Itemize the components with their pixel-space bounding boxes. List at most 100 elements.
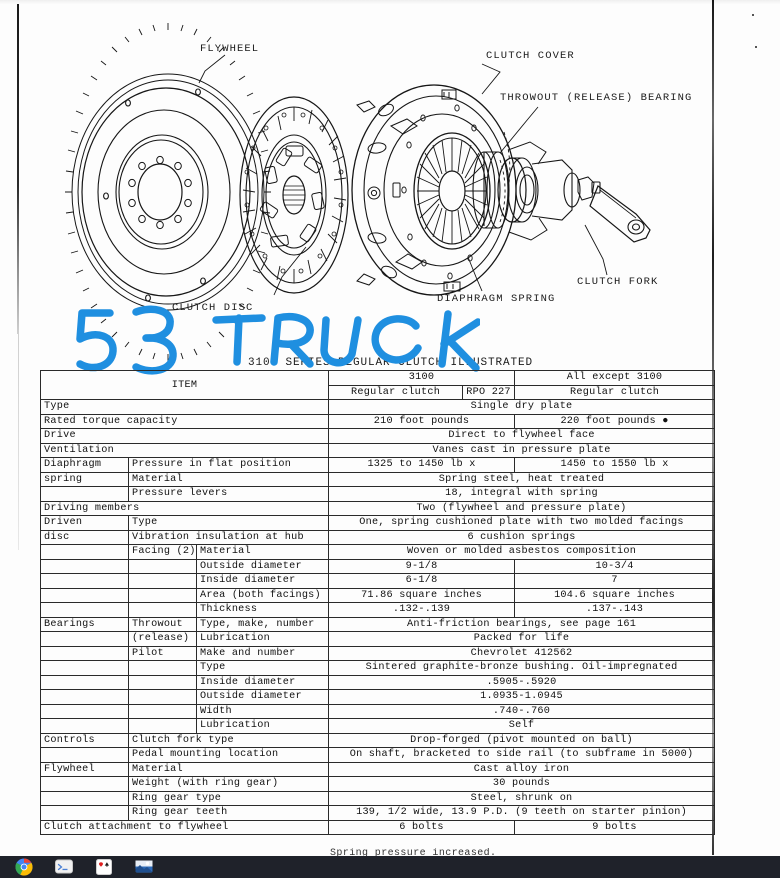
table-cell-group-3: Lubrication: [195, 631, 330, 647]
header-group-3100: 3100: [328, 370, 516, 386]
diaphragm-spring-graphic: [413, 132, 491, 250]
table-cell-group-3: Width: [195, 703, 330, 719]
table-cell-group-1: Bearings: [40, 616, 129, 632]
table-cell-value-3100: .132-.139: [328, 602, 516, 618]
scanned-manual-page: FLYWHEEL CLUTCH COVER THROWOUT (RELEASE)…: [0, 0, 780, 856]
diagram-caption: 3100 SERIES REGULAR CLUTCH ILLUSTRATED: [248, 357, 534, 369]
header-sub-regular-clutch-left: Regular clutch: [328, 384, 464, 400]
table-cell-value-3100: 71.86 square inches: [328, 587, 516, 603]
table-cell-group-2: [128, 660, 197, 676]
table-cell-group-3: Inside diameter: [195, 573, 330, 589]
terminal-icon: [55, 859, 73, 874]
table-row: Thickness.132-.139.137-.143: [40, 602, 716, 618]
table-cell-group-2: Material: [127, 471, 330, 487]
table-cell-value-all: Direct to flywheel face: [328, 428, 716, 444]
clutch-diagram-svg: [65, 23, 651, 361]
clutch-cover-graphic: [351, 84, 517, 296]
table-cell-group-2: Pressure in flat position: [127, 457, 330, 473]
table-cell-group-3: Type: [195, 660, 330, 676]
table-cell-group-1: [40, 776, 129, 792]
table-cell-group-3: Make and number: [195, 645, 330, 661]
table-cell-group-1: [40, 602, 129, 618]
taskbar-item-solitaire[interactable]: [84, 856, 124, 878]
scan-speck: [755, 46, 757, 48]
table-cell-group-3: Outside diameter: [195, 558, 330, 574]
table-cell-value-all: On shaft, bracketed to side rail (to sub…: [328, 747, 716, 763]
table-cell-group-3: Type, make, number: [195, 616, 330, 632]
table-cell-group-1: [40, 558, 129, 574]
table-cell-value-all: 30 pounds: [328, 776, 716, 792]
table-cell-value-3100: 6-1/8: [328, 573, 516, 589]
table-cell-value-all: Chevrolet 412562: [328, 645, 716, 661]
table-cell-group-2: Type: [127, 515, 330, 531]
table-cell-group-1: [40, 703, 129, 719]
table-cell-group-2: Weight (with ring gear): [127, 776, 330, 792]
table-cell-value-all: Spring steel, heat treated: [328, 471, 716, 487]
table-cell-group-2: Throwout: [128, 616, 197, 632]
table-cell-group-2: Ring gear teeth: [127, 805, 330, 821]
table-cell-group-3: Thickness: [195, 602, 330, 618]
table-cell-group-3: Inside diameter: [195, 674, 330, 690]
table-cell-group-2: Pedal mounting location: [127, 747, 330, 763]
table-row: Width.740-.760: [40, 703, 716, 719]
table-cell-group-1: Driven: [40, 515, 129, 531]
spec-table: ITEM 3100 All except 3100 Regular clutch…: [39, 370, 716, 835]
table-cell-value-all: Self: [328, 718, 716, 734]
table-header-row-2: Regular clutch RPO 227 Regular clutch: [41, 384, 716, 400]
table-cell-group-2: [128, 558, 197, 574]
header-group-all-except: All except 3100: [514, 370, 716, 386]
table-cell-group-1: spring: [40, 471, 129, 487]
table-cell-group-1: Drive: [39, 428, 330, 444]
table-cell-value-all-except: 10-3/4: [514, 558, 716, 574]
table-cell-value-all: 6 cushion springs: [328, 529, 716, 545]
taskbar-item-chrome[interactable]: [4, 856, 44, 878]
table-cell-group-1: Rated torque capacity: [39, 413, 330, 429]
table-cell-value-all: Anti-friction bearings, see page 161: [328, 616, 716, 632]
table-cell-group-1: [40, 486, 129, 502]
table-cell-group-1: [40, 790, 129, 806]
table-cell-group-1: [40, 587, 129, 603]
table-cell-group-2: Ring gear type: [127, 790, 330, 806]
table-cell-group-1: Flywheel: [40, 761, 129, 777]
table-cell-group-3: Lubrication: [195, 718, 330, 734]
clutch-assembly-diagram: FLYWHEEL CLUTCH COVER THROWOUT (RELEASE)…: [0, 0, 712, 372]
table-cell-group-1: Ventilation: [39, 442, 330, 458]
table-cell-group-1: Diaphragm: [40, 457, 129, 473]
table-cell-value-all-except: 1450 to 1550 lb x: [514, 457, 716, 473]
taskbar-item-terminal[interactable]: [44, 856, 84, 878]
table-cell-value-all: Packed for life: [328, 631, 716, 647]
diagram-label-throwout-bearing: THROWOUT (RELEASE) BEARING: [500, 92, 693, 104]
table-cell-value-all: Two (flywheel and pressure plate): [328, 500, 716, 516]
taskbar-item-photos[interactable]: [124, 856, 164, 878]
page-edge-left: [17, 4, 19, 334]
clutch-specifications-table: ITEM 3100 All except 3100 Regular clutch…: [39, 370, 716, 835]
table-cell-group-2: (release): [128, 631, 197, 647]
table-cell-group-2: Material: [127, 761, 330, 777]
spec-table-body: ITEM 3100 All except 3100 Regular clutch…: [39, 370, 716, 400]
table-cell-value-3100: 9-1/8: [328, 558, 516, 574]
table-cell-value-all-except: 7: [514, 573, 716, 589]
table-cell-group-3: Material: [195, 544, 330, 560]
table-cell-group-1: [40, 631, 129, 647]
leader-lines: [198, 54, 608, 296]
taskbar[interactable]: [0, 856, 780, 878]
table-cell-value-3100: 1325 to 1450 lb x: [328, 457, 516, 473]
table-cell-value-3100: 6 bolts: [328, 819, 516, 835]
table-cell-group-1: disc: [40, 529, 129, 545]
